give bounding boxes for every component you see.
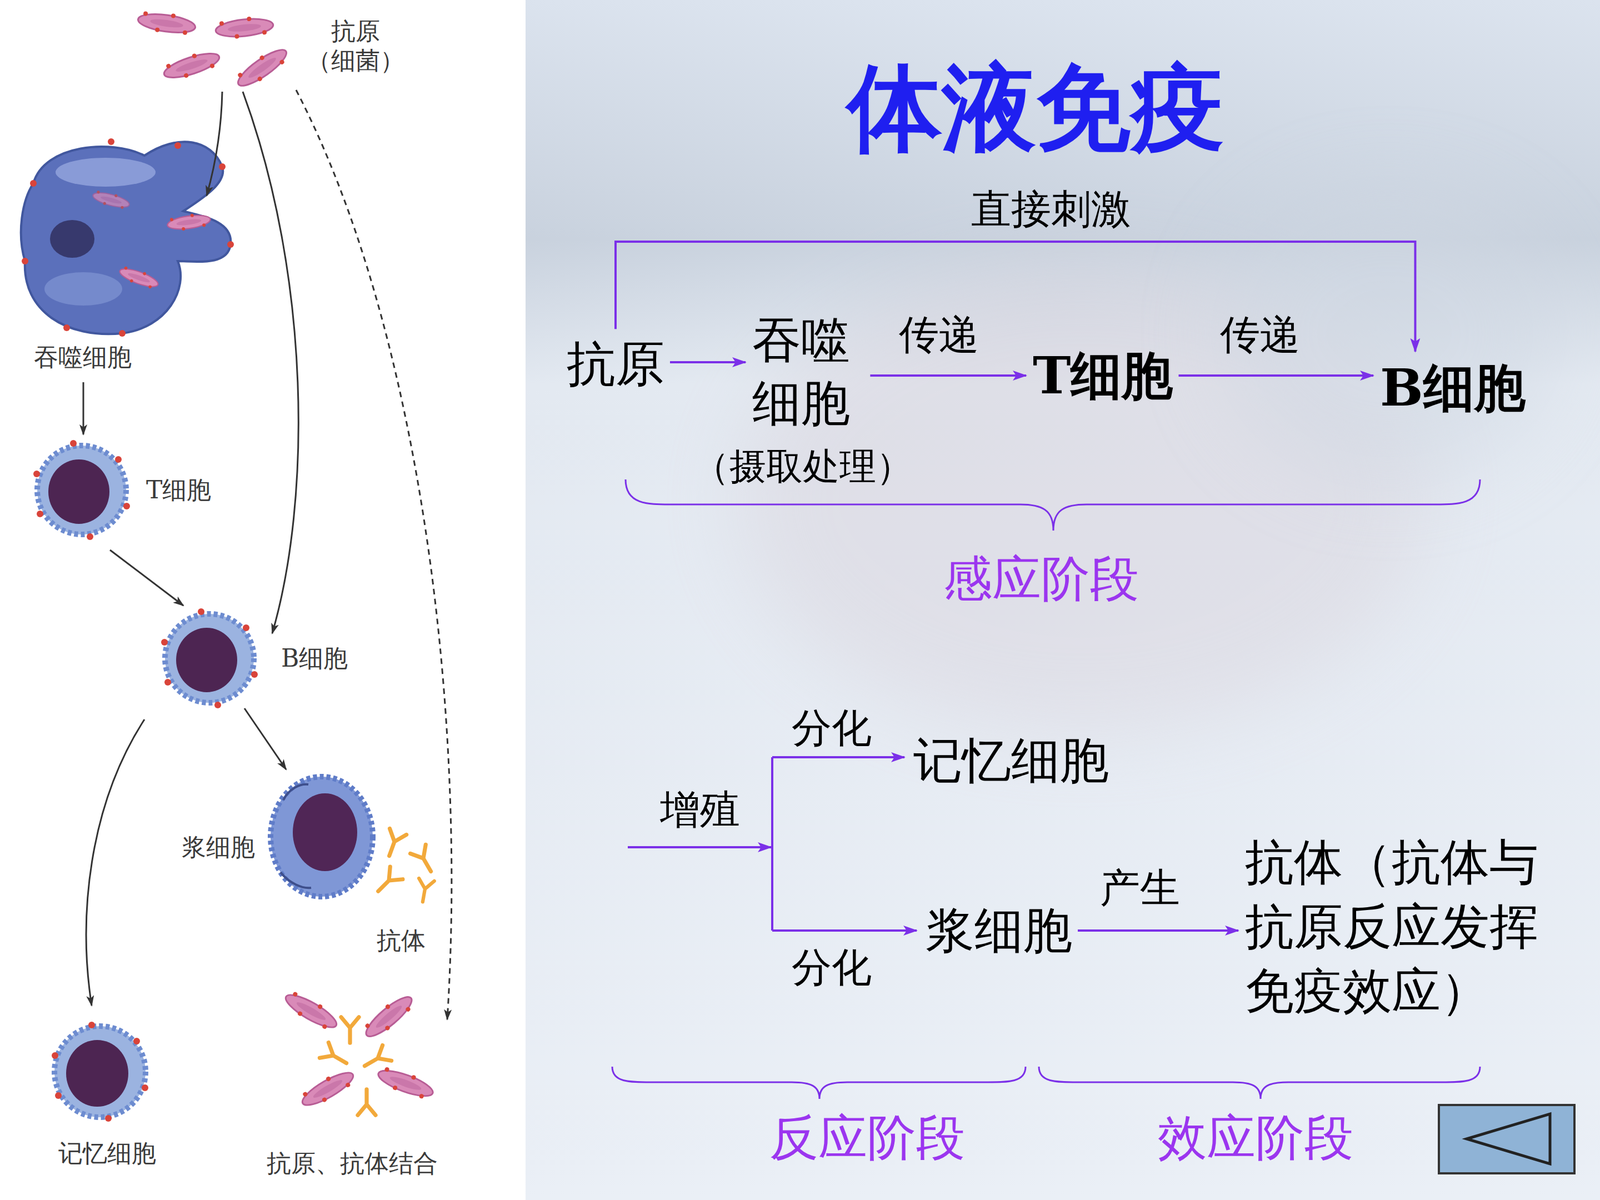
flow-label: 增殖 (660, 785, 740, 834)
flow-label: 反应阶段 (769, 1108, 965, 1168)
macrophage-body (21, 141, 232, 334)
flow-label: 分化 (791, 943, 872, 992)
cell-nucleus (48, 459, 110, 524)
edge-label: 产生 (1100, 863, 1180, 912)
macrophage (21, 138, 234, 337)
illustration-label: 抗体 (373, 925, 429, 957)
antibodies (371, 828, 439, 903)
cell-node: 浆细胞 (923, 898, 1075, 963)
flow-arrow (670, 361, 746, 364)
edge-label: 传递 (898, 310, 979, 359)
macrophage-highlight (44, 272, 123, 306)
bacteria-group (136, 8, 292, 93)
illustration-label: 记忆细胞 (55, 1137, 160, 1170)
bacterium (117, 263, 160, 292)
cell-nucleus (176, 627, 238, 693)
cell-node: 抗体（抗体与 抗原反应发挥 免疫效应） (1242, 827, 1555, 1026)
node-text: T细胞 (1032, 345, 1173, 407)
flow-arrow (1178, 374, 1374, 377)
title: 体液免疫 (847, 50, 1225, 164)
edge-label: 直接刺激 (971, 185, 1132, 233)
antigen-dots (21, 138, 234, 337)
cell-body (270, 776, 373, 897)
left-panel (0, 0, 526, 1200)
illustration-label: T细胞 (142, 474, 215, 507)
flow-label: 感应阶段 (943, 549, 1139, 609)
right-panel (525, 0, 1600, 1200)
bacterium (166, 211, 212, 233)
illustration-label: 吞噬细胞 (30, 341, 135, 374)
b-cell (161, 608, 258, 709)
bacterium (161, 46, 223, 84)
flow-label: 分化 (791, 703, 872, 752)
flow-arrow (870, 374, 1027, 377)
cell-node: 记忆细胞 (911, 728, 1112, 793)
cell-body (165, 613, 254, 703)
macrophage-nucleus (50, 220, 95, 258)
flow-label: （摄取处理） (692, 444, 913, 489)
bacterium (136, 8, 197, 38)
cell-node: T细胞 (1030, 342, 1175, 409)
back-button (1438, 1105, 1575, 1174)
bacterium (91, 188, 132, 212)
cell-node: 吞噬 细胞 (750, 306, 867, 438)
flow-arrow (1077, 929, 1239, 932)
edge-label: 传递 (1220, 310, 1300, 359)
illustration-arrows (83, 90, 452, 1020)
cell-body (54, 1026, 146, 1118)
node-text: 吞噬 细胞 (752, 308, 865, 436)
illustration-label: 抗原 （细菌） (296, 15, 415, 77)
cell-nucleus (292, 793, 358, 872)
split-lines (627, 757, 917, 931)
illustration-label: 浆细胞 (178, 831, 259, 864)
node-text: B细胞 (1380, 357, 1526, 419)
node-text: 抗原 (566, 334, 665, 394)
illustration-label: B细胞 (277, 642, 352, 675)
bacterium (232, 42, 292, 93)
cell-node: B细胞 (1377, 355, 1528, 421)
flow-label: 效应阶段 (1157, 1108, 1354, 1168)
cell-nucleus (66, 1040, 129, 1107)
plasma-cell (270, 776, 373, 897)
antigen-antibody-complex (281, 987, 437, 1116)
node-text: 浆细胞 (925, 901, 1073, 960)
illustration-label: 抗原、抗体结合 (263, 1147, 442, 1180)
t-cell (33, 440, 130, 540)
cell-node: 抗原 (564, 332, 667, 396)
cell-body (37, 445, 127, 535)
node-text: 抗体（抗体与 抗原反应发挥 免疫效应） (1245, 830, 1553, 1024)
macrophage-highlight (55, 157, 156, 187)
bacterium (214, 14, 274, 42)
node-text: 记忆细胞 (913, 731, 1109, 790)
memory-cell (51, 1021, 149, 1122)
